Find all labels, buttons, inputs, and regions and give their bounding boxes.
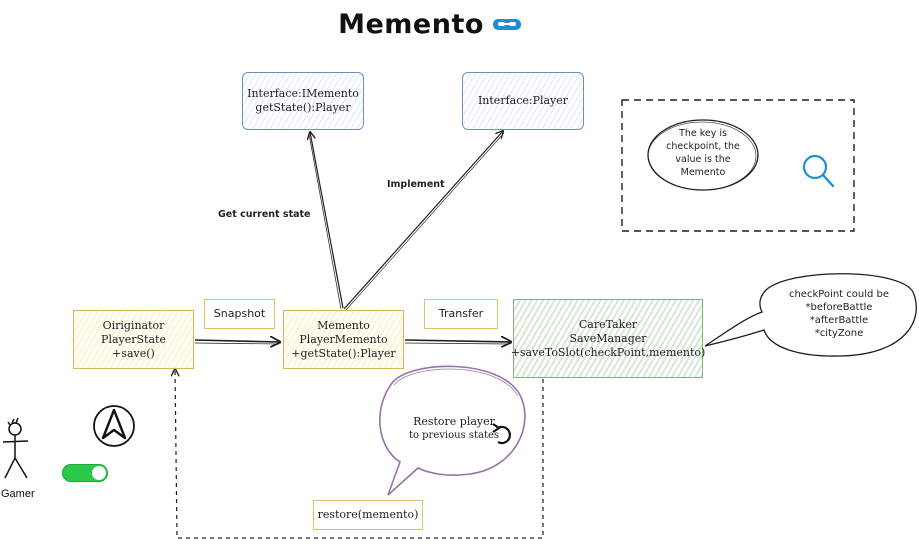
navigation-arrow-icon[interactable]	[93, 405, 135, 447]
implement-label: Implement	[387, 179, 445, 190]
note-line: The key is	[679, 128, 727, 139]
gamer-actor-icon	[2, 417, 29, 479]
gamer-label: Gamer	[1, 488, 35, 500]
node-line: Memento	[317, 318, 370, 332]
arrow-snapshot	[194, 340, 280, 344]
note-line: *afterBattle	[809, 315, 869, 326]
diagram-title: Memento	[330, 6, 530, 42]
node-line: getState():Player	[255, 101, 351, 114]
search-icon[interactable]	[802, 154, 835, 188]
bubble-line: to previous states	[408, 430, 500, 441]
node-line: Interface:IMemento	[247, 87, 359, 100]
note-line: Memento	[680, 167, 726, 178]
note-line: checkpoint, the	[666, 141, 740, 152]
restore-bubble	[379, 365, 526, 496]
caretaker-box[interactable]: CareTaker SaveManager +saveToSlot(checkP…	[510, 299, 706, 378]
toggle-on-icon[interactable]	[62, 464, 108, 482]
node-line: CareTaker	[578, 317, 638, 331]
note-line: *cityZone	[814, 328, 864, 339]
node-line: +getState():Player	[291, 346, 396, 360]
restore-memento-label: restore(memento)	[313, 500, 423, 530]
title-text: Memento	[338, 8, 484, 40]
imemento-interface-box[interactable]: Interface:IMemento getState():Player	[242, 72, 364, 130]
arrow-get-current-state	[309, 132, 344, 310]
node-line: +saveToSlot(checkPoint,memento)	[510, 345, 706, 359]
checkpoint-note-text: checkPoint could be *beforeBattle *after…	[770, 288, 908, 340]
node-line: Oiriginator	[102, 318, 165, 332]
memento-box[interactable]: Memento PlayerMemento +getState():Player	[283, 310, 404, 369]
arrow-implement	[343, 131, 504, 311]
node-line: PlayerMemento	[299, 332, 388, 346]
player-interface-box[interactable]: Interface:Player	[462, 72, 584, 130]
transfer-text: Transfer	[438, 307, 484, 320]
arrow-restore	[175, 369, 544, 539]
restore-bubble-text: Restore player to previous states	[404, 412, 504, 446]
node-line: +save()	[112, 346, 155, 360]
node-line: Interface:Player	[477, 94, 569, 107]
note-line: value is the	[675, 154, 731, 165]
key-note-ellipse	[647, 119, 759, 191]
note-line: checkPoint could be	[788, 289, 890, 300]
restore-text: restore(memento)	[317, 508, 419, 521]
undo-icon[interactable]	[492, 423, 511, 445]
cloud-link-icon	[492, 19, 521, 30]
key-note-frame	[621, 99, 855, 232]
node-line: PlayerState	[101, 332, 166, 346]
note-line: *beforeBattle	[805, 302, 873, 313]
transfer-label: Transfer	[424, 299, 498, 329]
snapshot-label: Snapshot	[204, 299, 275, 329]
originator-box[interactable]: Oiriginator PlayerState +save()	[73, 310, 194, 369]
get-current-state-label: Get current state	[218, 209, 311, 220]
arrow-transfer	[404, 340, 511, 344]
key-note-text: The key is checkpoint, the value is the …	[650, 127, 756, 179]
node-line: SaveManager	[569, 331, 647, 345]
toggle-knob	[92, 466, 106, 480]
checkpoint-note-bubble	[704, 273, 917, 357]
bubble-line: Restore player	[413, 415, 495, 428]
snapshot-text: Snapshot	[213, 307, 266, 320]
